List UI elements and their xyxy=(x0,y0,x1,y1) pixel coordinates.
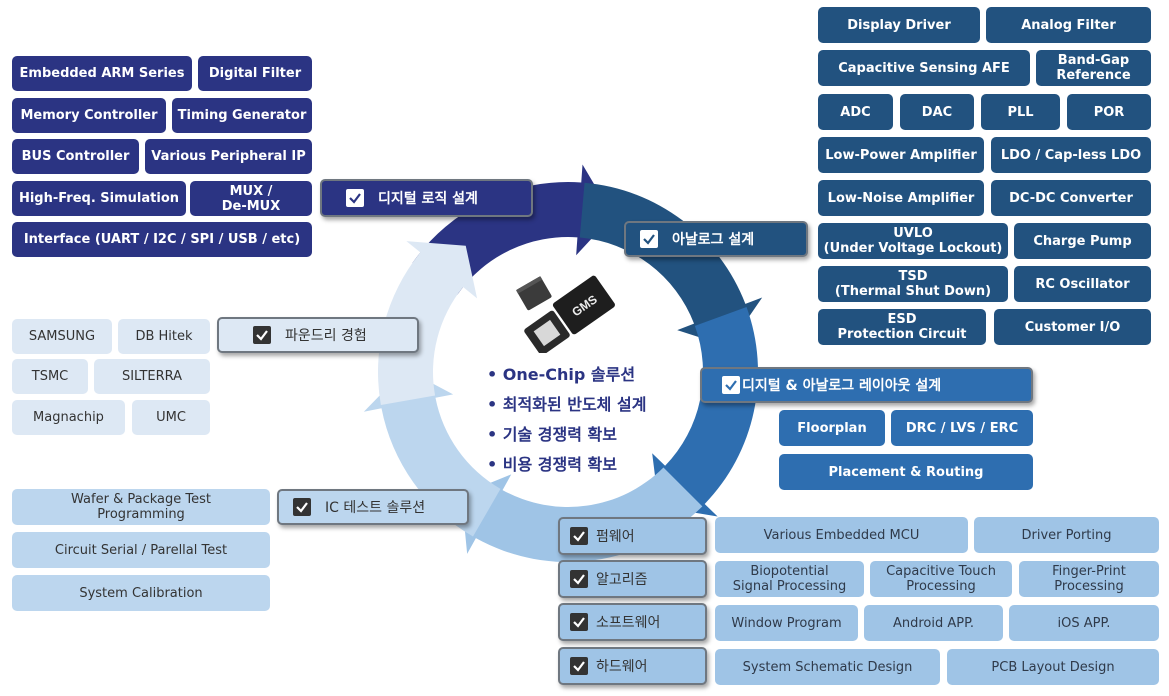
digital-item: Embedded ARM Series xyxy=(12,56,192,91)
algorithm-item: Finger-Print Processing xyxy=(1019,561,1159,597)
stage-label: 펌웨어 xyxy=(596,529,635,545)
test-item: System Calibration xyxy=(12,575,270,611)
bullet-cost-competitiveness: • 비용 경쟁력 확보 xyxy=(487,455,617,474)
layout-item: Floorplan xyxy=(779,410,885,446)
digital-item: BUS Controller xyxy=(12,139,139,174)
foundry-item: SAMSUNG xyxy=(12,319,112,354)
analog-item: RC Oscillator xyxy=(1014,266,1151,302)
algorithm-item: Capacitive Touch Processing xyxy=(870,561,1012,597)
digital-item: MUX / De-MUX xyxy=(190,181,312,216)
analog-item: Low-Power Amplifier xyxy=(818,137,984,173)
digital-item: Interface (UART / I2C / SPI / USB / etc) xyxy=(12,222,312,257)
stage-firmware[interactable]: 펌웨어 xyxy=(558,517,707,555)
stage-foundry[interactable]: 파운드리 경험 xyxy=(217,317,419,353)
bullet-tech-competitiveness: • 기술 경쟁력 확보 xyxy=(487,425,617,444)
arrow-foundry xyxy=(378,241,478,405)
stage-label: IC 테스트 솔루션 xyxy=(325,500,426,516)
layout-item: DRC / LVS / ERC xyxy=(891,410,1033,446)
analog-item: UVLO (Under Voltage Lockout) xyxy=(818,223,1008,259)
bullet-optimized-design: • 최적화된 반도체 설계 xyxy=(487,395,647,414)
analog-item: Low-Noise Amplifier xyxy=(818,180,984,216)
test-item: Circuit Serial / Parellal Test xyxy=(12,532,270,568)
analog-item: PLL xyxy=(981,94,1060,130)
stage-label: 소프트웨어 xyxy=(596,615,661,631)
analog-item: TSD (Thermal Shut Down) xyxy=(818,266,1008,302)
stage-label: 파운드리 경험 xyxy=(285,328,367,344)
checkbox-checked-icon xyxy=(346,189,364,207)
digital-item: Memory Controller xyxy=(12,98,166,133)
digital-item: Timing Generator xyxy=(172,98,312,133)
stage-label: 하드웨어 xyxy=(596,659,648,675)
stage-label: 아날로그 설계 xyxy=(672,232,755,248)
analog-item: Customer I/O xyxy=(994,309,1151,345)
hardware-item: PCB Layout Design xyxy=(947,649,1159,685)
stage-label: 알고리즘 xyxy=(596,572,648,588)
stage-label: 디지털 & 아날로그 레이아웃 설계 xyxy=(742,378,942,394)
algorithm-item: Biopotential Signal Processing xyxy=(715,561,864,597)
checkbox-checked-icon xyxy=(570,570,588,588)
analog-item: Display Driver xyxy=(818,7,980,43)
checkbox-checked-icon xyxy=(640,230,658,248)
checkbox-checked-icon xyxy=(570,613,588,631)
stage-algorithm[interactable]: 알고리즘 xyxy=(558,560,707,598)
analog-item: Charge Pump xyxy=(1014,223,1151,259)
analog-item: ESD Protection Circuit xyxy=(818,309,986,345)
analog-item: DAC xyxy=(900,94,974,130)
foundry-item: UMC xyxy=(132,400,210,435)
stage-software[interactable]: 소프트웨어 xyxy=(558,603,707,641)
hardware-item: System Schematic Design xyxy=(715,649,940,685)
analog-item: POR xyxy=(1067,94,1151,130)
analog-item: ADC xyxy=(818,94,893,130)
center-bullet-list: • One-Chip 솔루션 • 최적화된 반도체 설계 • 기술 경쟁력 확보… xyxy=(487,360,646,480)
checkbox-checked-icon xyxy=(253,326,271,344)
firmware-item: Driver Porting xyxy=(974,517,1159,553)
analog-item: Capacitive Sensing AFE xyxy=(818,50,1030,86)
analog-item: DC-DC Converter xyxy=(991,180,1151,216)
bullet-one-chip: • One-Chip 솔루션 xyxy=(487,365,636,384)
analog-item: Band-Gap Reference xyxy=(1036,50,1151,86)
checkbox-checked-icon xyxy=(570,527,588,545)
digital-item: High-Freq. Simulation xyxy=(12,181,186,216)
test-item: Wafer & Package Test Programming xyxy=(12,489,270,525)
foundry-item: Magnachip xyxy=(12,400,125,435)
stage-layout[interactable]: 디지털 & 아날로그 레이아웃 설계 xyxy=(700,367,1033,403)
analog-item: LDO / Cap-less LDO xyxy=(991,137,1151,173)
stage-label: 디지털 로직 설계 xyxy=(378,191,478,207)
stage-ic-test[interactable]: IC 테스트 솔루션 xyxy=(277,489,469,525)
firmware-item: Various Embedded MCU xyxy=(715,517,968,553)
analog-item: Analog Filter xyxy=(986,7,1151,43)
foundry-item: TSMC xyxy=(12,359,88,394)
digital-item: Various Peripheral IP xyxy=(145,139,312,174)
arrow-layout xyxy=(652,307,759,517)
foundry-item: DB Hitek xyxy=(118,319,210,354)
stage-hardware[interactable]: 하드웨어 xyxy=(558,647,707,685)
software-item: Window Program xyxy=(715,605,858,641)
checkbox-checked-icon xyxy=(722,376,740,394)
software-item: Android APP. xyxy=(864,605,1003,641)
foundry-item: SILTERRA xyxy=(94,359,210,394)
software-item: iOS APP. xyxy=(1009,605,1159,641)
digital-item: Digital Filter xyxy=(198,56,312,91)
checkbox-checked-icon xyxy=(570,657,588,675)
stage-digital-logic[interactable]: 디지털 로직 설계 xyxy=(320,179,533,217)
checkbox-checked-icon xyxy=(293,498,311,516)
stage-analog[interactable]: 아날로그 설계 xyxy=(624,221,808,257)
chip-icon: GMS xyxy=(516,275,615,353)
layout-item: Placement & Routing xyxy=(779,454,1033,490)
